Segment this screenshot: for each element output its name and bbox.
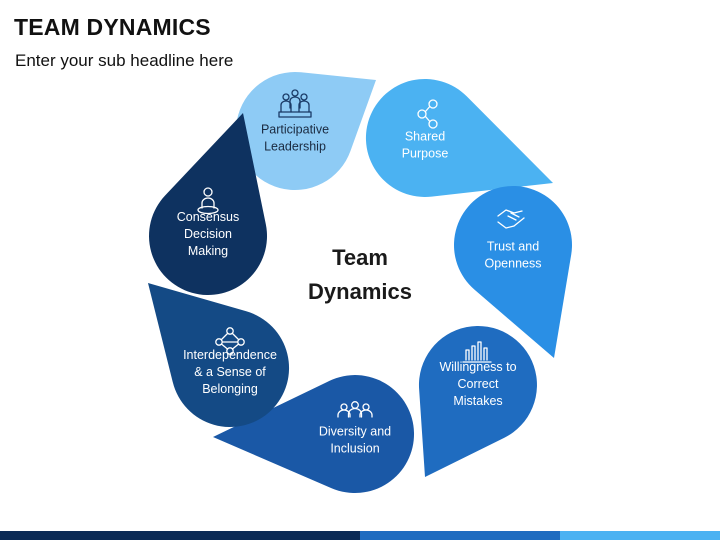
segment-consensus-label-line-3: Making: [188, 244, 228, 258]
segment-trust-shape: [454, 186, 573, 358]
segment-participative-shape: [235, 71, 376, 190]
segment-consensus-label-line-1: Consensus: [177, 210, 240, 224]
person-target-icon: [197, 187, 219, 215]
segment-trust-label-line-2: Openness: [485, 257, 542, 271]
share-icon: [417, 99, 438, 129]
bottom-bar-light: [560, 531, 720, 540]
segment-diversity-label-line-1: Diversity and: [319, 425, 391, 439]
center-title-line-2: Dynamics: [308, 279, 412, 304]
segment-participative-label-line-1: Participative: [261, 123, 329, 137]
bottom-bar-mid: [360, 531, 560, 540]
bottom-accent-bar: [0, 531, 720, 540]
network-icon: [215, 327, 245, 355]
segment-willingness-shape: [418, 326, 537, 477]
bottom-bar-dark: [0, 531, 360, 540]
segment-shared-label-line-2: Purpose: [402, 147, 449, 161]
segment-trust-label-line-1: Trust and: [487, 240, 539, 254]
group-icon: [337, 401, 373, 418]
segment-consensus-shape: [149, 113, 268, 295]
segment-willingness-label-line-3: Mistakes: [453, 394, 502, 408]
segment-shared-shape: [365, 78, 553, 197]
segment-interdependence-label-line-2: & a Sense of: [194, 365, 266, 379]
center-title-line-1: Team: [332, 245, 388, 270]
page-subtitle: Enter your sub headline here: [15, 51, 234, 70]
page-title: TEAM DYNAMICS: [14, 14, 211, 40]
segment-participative-label-line-2: Leadership: [264, 140, 326, 154]
handshake-icon: [497, 209, 525, 229]
segment-willingness-label-line-2: Correct: [458, 377, 500, 391]
segment-interdependence: Interdependence & a Sense of Belonging: [148, 283, 290, 428]
segment-diversity-label-line-2: Inclusion: [330, 442, 379, 456]
segment-shared-label-line-1: Shared: [405, 130, 445, 144]
segment-interdependence-label-line-3: Belonging: [202, 382, 258, 396]
segment-consensus-label-line-2: Decision: [184, 227, 232, 241]
segment-willingness-label-line-1: Willingness to: [439, 360, 516, 374]
team-podium-icon: [278, 89, 312, 118]
segment-interdependence-shape: [148, 283, 290, 428]
segment-interdependence-label-line-1: Interdependence: [183, 348, 277, 362]
raised-hands-icon: [462, 341, 492, 363]
